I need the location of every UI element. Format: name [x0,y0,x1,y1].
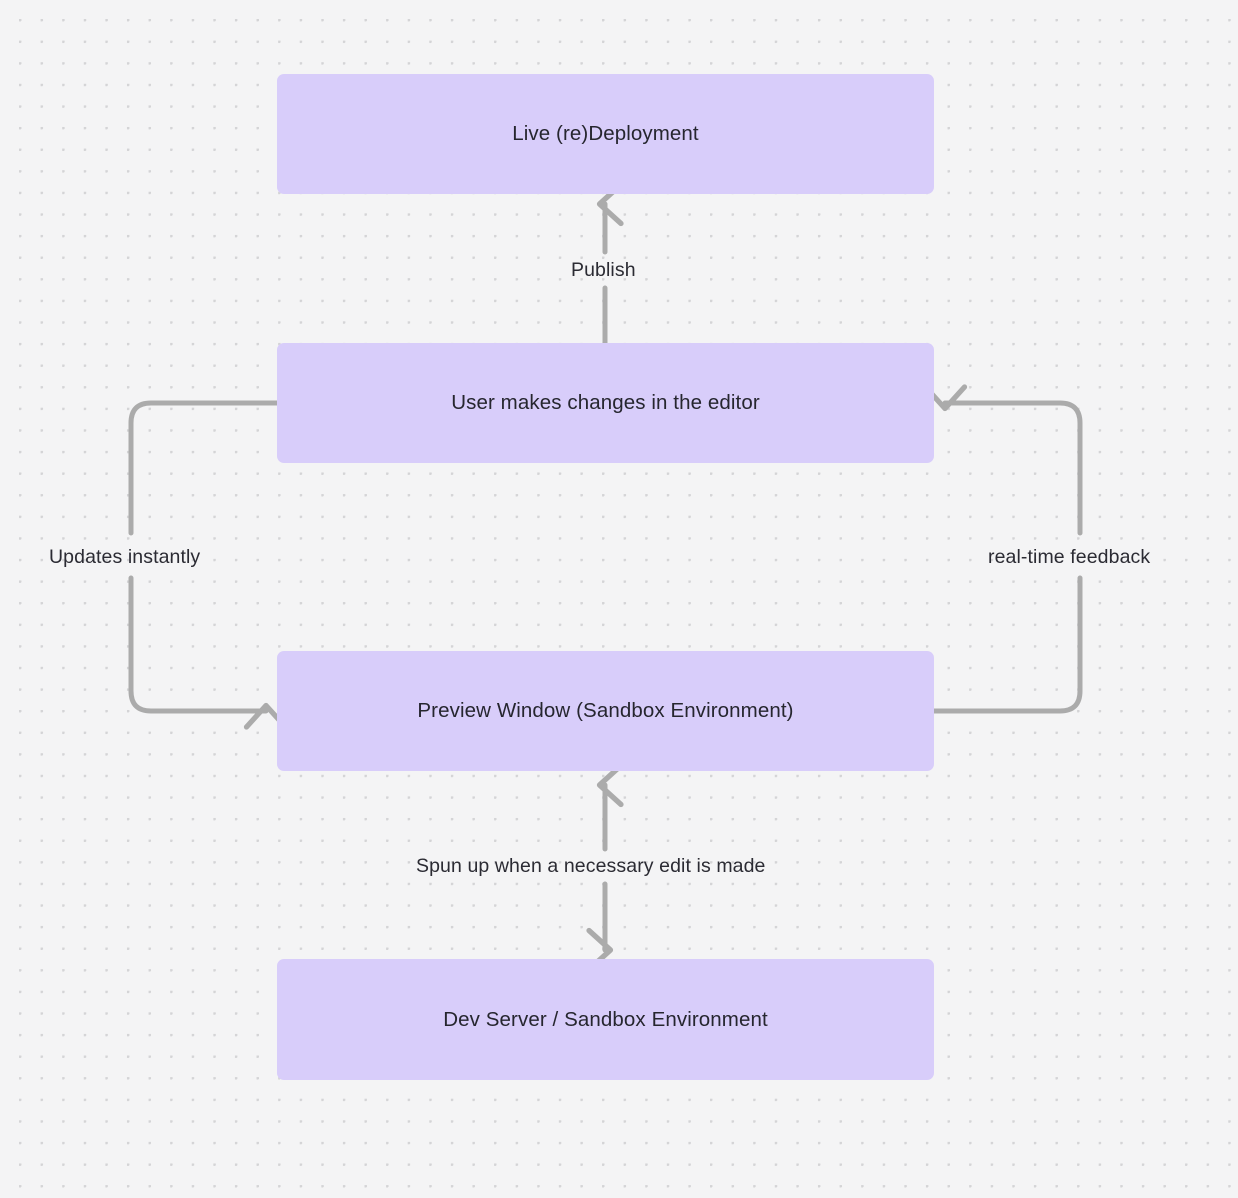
node-preview-window[interactable]: Preview Window (Sandbox Environment) [277,651,934,771]
node-label-live-deployment: Live (re)Deployment [512,122,699,146]
node-label-dev-server: Dev Server / Sandbox Environment [443,1007,768,1031]
node-label-user-edits: User makes changes in the editor [451,391,760,415]
edge-label-updates-instantly: Updates instantly [49,546,201,568]
edge-label-spun-up: Spun up when a necessary edit is made [416,855,766,877]
node-label-preview-window: Preview Window (Sandbox Environment) [417,699,794,723]
node-dev-server[interactable]: Dev Server / Sandbox Environment [277,959,934,1080]
node-user-edits[interactable]: User makes changes in the editor [277,343,934,463]
edge-label-real-time-feedback: real-time feedback [988,546,1151,568]
edge-label-publish: Publish [571,259,636,281]
node-live-deployment[interactable]: Live (re)Deployment [277,74,934,194]
